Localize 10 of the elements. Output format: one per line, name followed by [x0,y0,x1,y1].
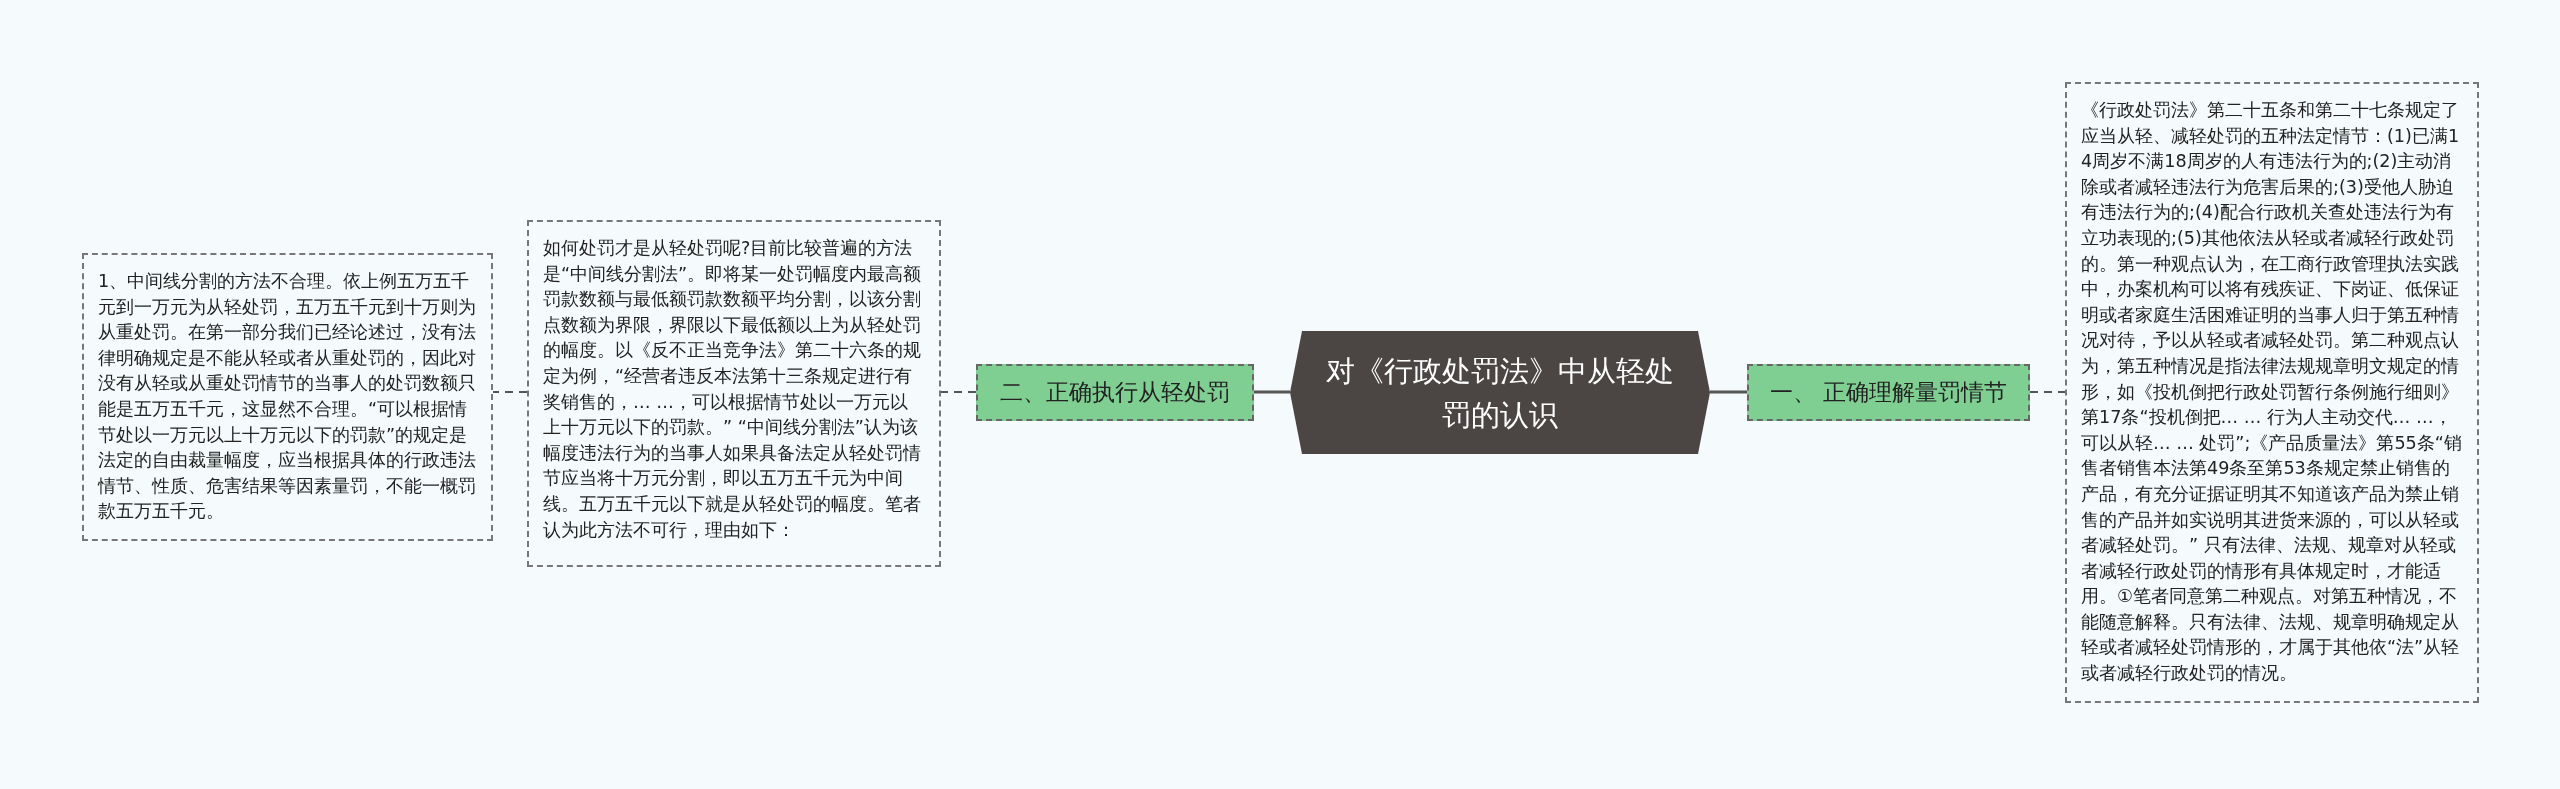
connector-line [1710,390,1747,394]
text-card: 1、中间线分割的方法不合理。依上例五万五千元到一万元为从轻处罚，五万五千元到十万则为从重处罚。在第一部分我们已经论述过，没有法律明确规定是不能从轻或者从重处罚的，因此对没有从轻或从重处罚情节的当事人的处罚数额只能是五万五千元，这显然不合理。“可以根据情节处以一万元以上十万元以下的罚款”的规定是法定的自由裁量幅度，应当根据具体的行政违法情节、性质、危害结果等因素量罚，不能一概罚款五万五千元。 [82,253,493,541]
connector-line [1254,390,1290,394]
text-card: 如何处罚才是从轻处罚呢?目前比较普遍的方法是“中间线分割法”。即将某一处罚幅度内最高额罚款数额与最低额罚款数额平均分割，以该分割点数额为界限，界限以下最低额以上为从轻处罚的幅度。以《反不正当竞争法》第二十六条的规定为例，“经营者违反本法第十三条规定进行有奖销售的，… …，可以根据情节处以一万元以上十万元以下的罚款。” “中间线分割法”认为该幅度违法行为的当事人如果具备法定从轻处罚情节应当将十万元分割，即以五万五千元为中间线。五万五千元以下就是从轻处罚的幅度。笔者认为此方法不可行，理由如下： [527,220,941,567]
subtopic-box: 一、 正确理解量罚情节 [1747,364,2030,421]
text-card: 《行政处罚法》第二十五条和第二十七条规定了应当从轻、减轻处罚的五种法定情节：(1)已满14周岁不满18周岁的人有违法行为的;(2)主动消除或者减轻违法行为危害后果的;(3)受他人胁迫有违法行为的;(4)配合行政机关查处违法行为有立功表现的;(5)其他依法从轻或者减轻行政处罚的。第一种观点认为，在工商行政管理执法实践中，办案机构可以将有残疾证、下岗证、低保证明或者家庭生活困难证明的当事人归于第五种情况对待，予以从轻或者减轻处罚。第二种观点认为，第五种情况是指法律法规规章明文规定的情形，如《投机倒把行政处罚暂行条例施行细则》第17条“投机倒把… … 行为人主动交代… …，可以从轻… … 处罚”;《产品质量法》第55条“销售者销售本法第49条至第53条规定禁止销售的产品，有充分证据证明其不知道该产品为禁止销售的产品并如实说明其进货来源的，可以从轻或者减轻处罚。” 只有法律、法规、规章对从轻或者减轻行政处罚的情形有具体规定时，才能适用。①笔者同意第二种观点。对第五种情况，不能随意解释。只有法律、法规、规章明确规定从轻或者减轻处罚情形的，才属于其他依“法”从轻或者减轻行政处罚的情况。 [2065,82,2479,703]
connector-line [492,391,528,393]
subtopic-box: 二、正确执行从轻处罚 [976,364,1254,421]
connector-line [940,391,977,393]
connector-line [2029,391,2066,393]
